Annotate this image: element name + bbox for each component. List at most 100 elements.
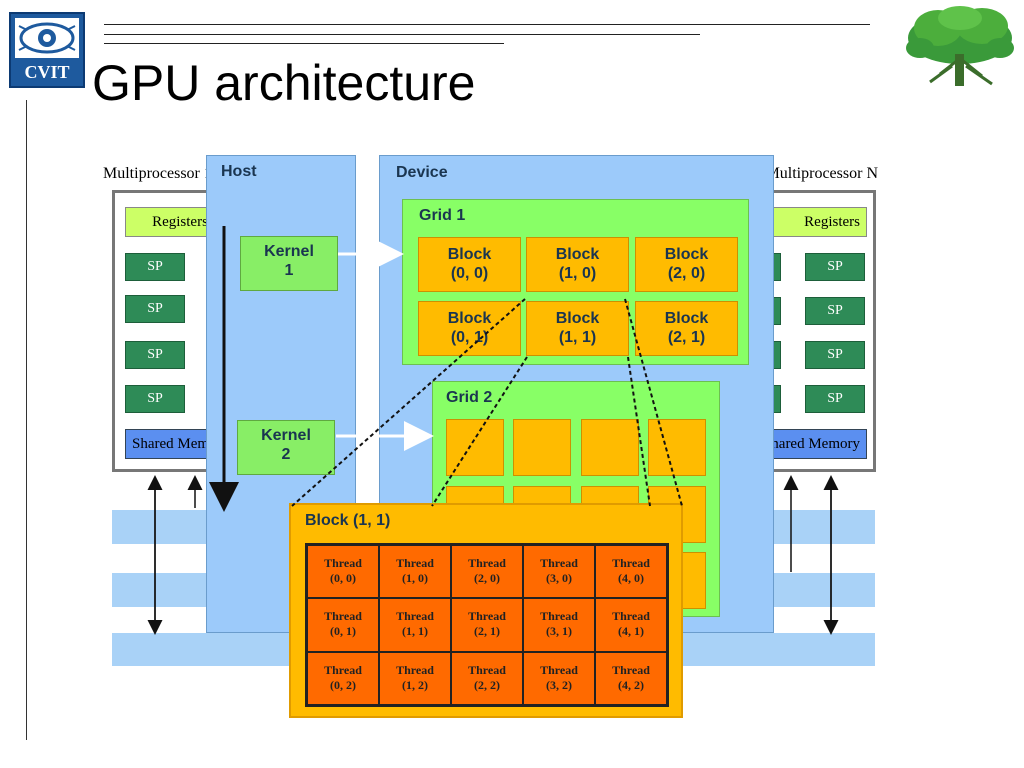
block-0-0: Block (0, 0) [418, 237, 521, 292]
header-rule-3 [104, 43, 504, 44]
thread-label: Thread [612, 556, 650, 570]
thread-index: (3, 0) [546, 571, 572, 585]
multiprocessor-n: Registers SP SP SP SP Shared Memory [754, 190, 876, 472]
registers: Registers [757, 207, 867, 237]
block-1-0: Block (1, 0) [526, 237, 629, 292]
multiprocessor-n-label: Multiprocessor N [765, 165, 878, 182]
sp-unit: SP [805, 341, 865, 369]
thread-index: (4, 1) [618, 624, 644, 639]
zoom-line [431, 356, 528, 507]
thread-label: Thread [468, 609, 506, 624]
thread-cell: Thread(4, 0) [595, 545, 667, 599]
sp-unit: SP [125, 341, 185, 369]
kernel-1-label: Kernel [264, 243, 314, 260]
sp-unit: SP [805, 297, 865, 325]
thread-cell: Thread(1, 2) [379, 651, 451, 705]
thread-index: (0, 1) [330, 624, 356, 639]
thread-cell: Thread(3, 0) [523, 545, 595, 599]
host-label: Host [221, 163, 257, 180]
sp-unit: SP [125, 253, 185, 281]
block-index: (1, 1) [558, 329, 597, 346]
grid-2-block [581, 419, 639, 476]
block-1-1: Block (1, 1) [526, 301, 629, 356]
thread-cell: Thread(1, 0) [379, 545, 451, 599]
device-label: Device [396, 164, 448, 181]
thread-index: (3, 1) [546, 624, 572, 639]
grid-2-label: Grid 2 [446, 389, 493, 406]
page-title: GPU architecture [92, 55, 476, 111]
thread-index: (3, 2) [546, 677, 572, 692]
block-0-1: Block (0, 1) [418, 301, 521, 356]
sp-unit: SP [805, 253, 865, 281]
sp-unit: SP [125, 385, 185, 413]
sp-unit: SP [125, 295, 185, 323]
kernel-2-number: 2 [281, 446, 291, 463]
block-label: Block [447, 246, 492, 263]
thread-cell: Thread(2, 0) [451, 545, 523, 599]
grid-1-label: Grid 1 [419, 207, 466, 224]
header-rule-2 [104, 34, 700, 35]
block-index: (0, 0) [450, 265, 489, 282]
block-2-1: Block (2, 1) [635, 301, 738, 356]
thread-index: (2, 2) [474, 677, 500, 692]
block-2-0: Block (2, 0) [635, 237, 738, 292]
kernel-1: Kernel 1 [240, 236, 338, 291]
thread-label: Thread [612, 662, 650, 677]
tree-logo [900, 4, 1020, 90]
thread-cell: Thread(2, 1) [451, 598, 523, 652]
block-label: Block [447, 310, 492, 327]
block-index: (2, 1) [667, 329, 706, 346]
thread-label: Thread [540, 609, 578, 624]
thread-cell: Thread(3, 2) [523, 651, 595, 705]
thread-index: (4, 2) [618, 677, 644, 692]
thread-index: (1, 1) [402, 624, 428, 639]
thread-label: Thread [324, 556, 362, 570]
expanded-block-label: Block (1, 1) [305, 512, 391, 529]
shared-memory: Shared Memory [757, 429, 867, 459]
thread-label: Thread [324, 662, 362, 677]
thread-label: Thread [612, 609, 650, 624]
grid-2-block [513, 419, 571, 476]
thread-index: (1, 2) [402, 677, 428, 692]
thread-cell: Thread(2, 2) [451, 651, 523, 705]
thread-label: Thread [396, 609, 434, 624]
thread-index: (0, 0) [330, 571, 356, 585]
thread-cell: Thread(4, 1) [595, 598, 667, 652]
thread-cell: Thread(0, 2) [307, 651, 379, 705]
tree-icon [906, 6, 1014, 86]
block-index: (0, 1) [450, 329, 489, 346]
kernel-2-label: Kernel [261, 427, 311, 444]
kernel-1-number: 1 [284, 262, 294, 279]
grid-1: Grid 1 Block (0, 0) Block (1, 0) Block (… [402, 199, 749, 365]
sp-unit: SP [805, 385, 865, 413]
block-label: Block [664, 246, 709, 263]
thread-index: (2, 0) [474, 571, 500, 585]
thread-index: (0, 2) [330, 677, 356, 692]
block-index: (1, 0) [558, 265, 597, 282]
block-label: Block [555, 310, 600, 327]
zoom-line [291, 298, 526, 507]
thread-label: Thread [468, 662, 506, 677]
multiprocessor-1-label: Multiprocessor 1 [103, 165, 212, 182]
zoom-line [627, 356, 651, 507]
eye-icon [15, 18, 79, 58]
thread-label: Thread [540, 556, 578, 570]
thread-cell: Thread(1, 1) [379, 598, 451, 652]
thread-index: (4, 0) [618, 571, 644, 585]
thread-label: Thread [396, 662, 434, 677]
logo-text: CVIT [24, 62, 70, 82]
header-rule-1 [104, 24, 870, 25]
block-label: Block [664, 310, 709, 327]
expanded-block-1-1: Block (1, 1) Thread(0, 0)Thread(1, 0)Thr… [289, 503, 683, 718]
thread-label: Thread [324, 609, 362, 624]
thread-cell: Thread(0, 1) [307, 598, 379, 652]
thread-label: Thread [468, 556, 506, 570]
thread-label: Thread [396, 556, 434, 570]
grid-2-block [648, 419, 706, 476]
thread-cell: Thread(4, 2) [595, 651, 667, 705]
thread-index: (1, 0) [402, 571, 428, 585]
thread-index: (2, 1) [474, 624, 500, 639]
thread-label: Thread [540, 662, 578, 677]
block-label: Block [555, 246, 600, 263]
block-index: (2, 0) [667, 265, 706, 282]
